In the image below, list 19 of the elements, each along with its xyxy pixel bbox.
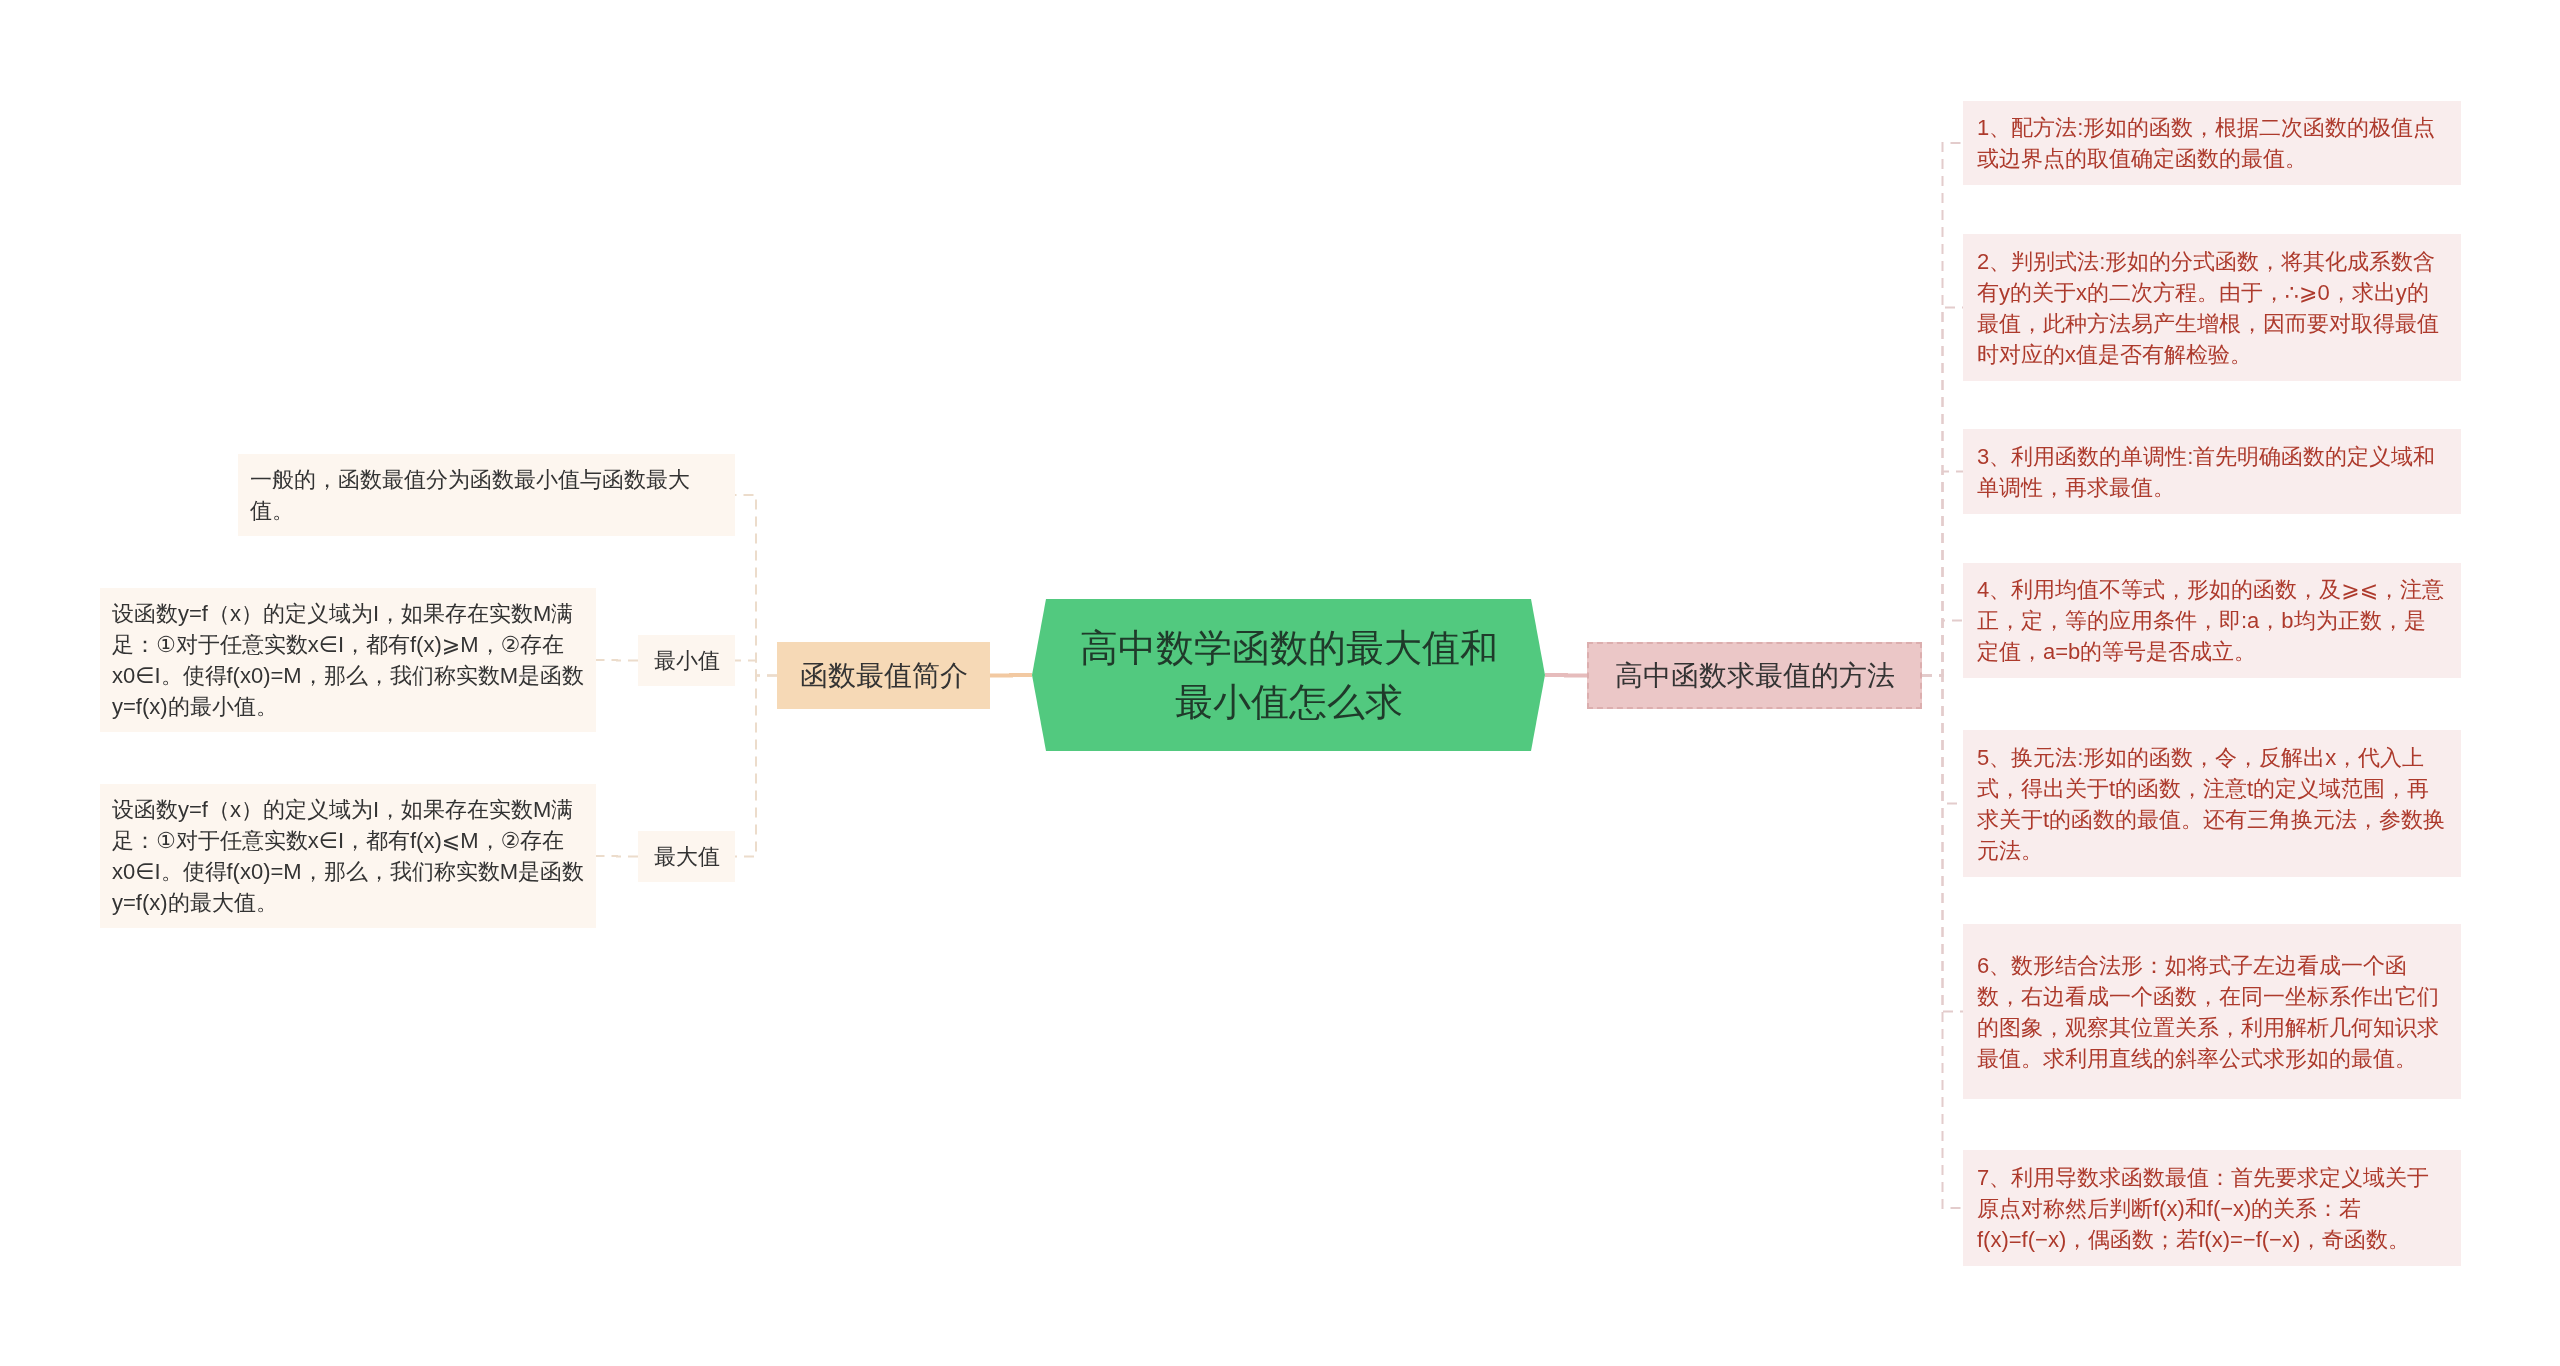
label-box: 最小值: [638, 635, 735, 686]
note-box: 3、利用函数的单调性:首先明确函数的定义域和单调性，再求最值。: [1963, 429, 2461, 514]
connector-line: [1545, 673, 1587, 678]
note-box: 7、利用导数求函数最值：首先要求定义域关于原点对称然后判断f(x)和f(−x)的关系：若f(x)=f(−x)，偶函数；若f(x)=−f(−x)，奇函数。: [1963, 1150, 2461, 1266]
note-box: 1、配方法:形如的函数，根据二次函数的极值点或边界点的取值确定函数的最值。: [1963, 101, 2461, 185]
label-box: 最大值: [638, 831, 735, 882]
connector-line: [595, 659, 639, 662]
connector-line: [595, 855, 639, 858]
connector-line: [990, 673, 1032, 678]
note-box: 设函数y=f（x）的定义域为I，如果存在实数M满足：①对于任意实数x∈I，都有f(x)⩾M，②存在x0∈I。使得f(x0)=M，那么，我们称实数M是函数y=f(x)的最小值。: [100, 588, 596, 732]
note-box: 6、数形结合法形：如将式子左边看成一个函数，右边看成一个函数，在同一坐标系作出它们的图象，观察其位置关系，利用解析几何知识求最值。求利用直线的斜率公式求形如的最值。: [1963, 924, 2461, 1099]
branch-box: 高中函数求最值的方法: [1587, 642, 1922, 709]
branch-box: 函数最值简介: [777, 642, 990, 709]
connector-line: [734, 674, 778, 858]
note-box: 2、判别式法:形如的分式函数，将其化成系数含有y的关于x的二次方程。由于，∴⩾0，求出y的最值，此种方法易产生增根，因而要对取得最值时对应的x值是否有解检验。: [1963, 234, 2461, 381]
note-box: 5、换元法:形如的函数，令，反解出x，代入上式，得出关于t的函数，注意t的定义域范围，再求关于t的函数的最值。还有三角换元法，参数换元法。: [1963, 730, 2461, 877]
note-box: 4、利用均值不等式，形如的函数，及⩾⩽，注意正，定，等的应用条件，即:a，b均为正数，是定值，a=b的等号是否成立。: [1963, 563, 2461, 678]
note-box: 一般的，函数最值分为函数最小值与函数最大值。: [238, 454, 735, 536]
note-box: 设函数y=f（x）的定义域为I，如果存在实数M满足：①对于任意实数x∈I，都有f(x)⩽M，②存在x0∈I。使得f(x0)=M，那么，我们称实数M是函数y=f(x)的最大值。: [100, 784, 596, 928]
